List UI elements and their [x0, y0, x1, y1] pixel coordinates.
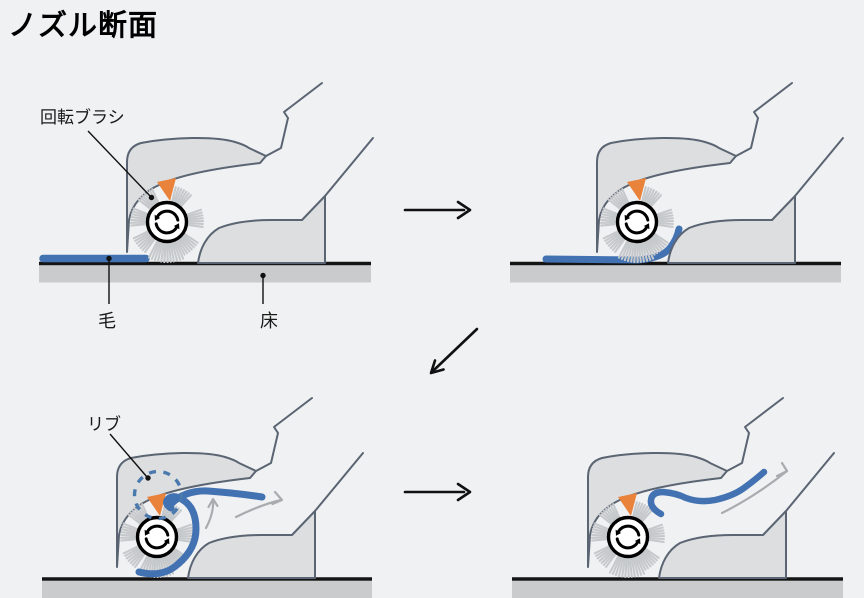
panel-stage-1: 回転ブラシ 毛 床	[39, 81, 375, 332]
rotating-brush-leader-dot	[148, 194, 155, 201]
panel-stage-4	[512, 396, 843, 598]
arrow-right-bottom-icon	[403, 482, 472, 502]
rib-leader-line	[109, 433, 148, 478]
floor-band	[510, 265, 841, 283]
rib-leader-dot	[145, 475, 151, 481]
arrow-right-top-icon	[403, 200, 472, 220]
hair-leader-dot	[106, 255, 112, 262]
panel-stage-3: リブ	[42, 396, 372, 598]
floor-band	[42, 581, 372, 598]
airflow-arrowhead	[775, 461, 789, 478]
rotating-brush-leader-line	[87, 130, 152, 198]
rib-highlight-circle	[132, 469, 184, 521]
floor-leader-dot	[260, 272, 266, 279]
airflow-arrowhead-large	[271, 490, 284, 506]
airflow-arrow	[720, 469, 789, 515]
label-hair: 毛	[98, 311, 116, 332]
floor-band	[512, 581, 843, 598]
airflow-arrow-small	[204, 498, 215, 530]
panel-stage-2	[510, 81, 845, 283]
page-title: ノズル断面	[8, 8, 159, 42]
label-rotating-brush: 回転ブラシ	[40, 107, 125, 128]
hair-strand-flying	[647, 468, 768, 518]
arrow-down-left-icon	[429, 327, 479, 375]
airflow-arrowhead-small	[207, 497, 219, 509]
floor-band	[39, 265, 371, 283]
label-rib: リブ	[87, 414, 121, 435]
label-floor: 床	[260, 311, 278, 332]
hair-strand-wrapped	[135, 493, 200, 578]
